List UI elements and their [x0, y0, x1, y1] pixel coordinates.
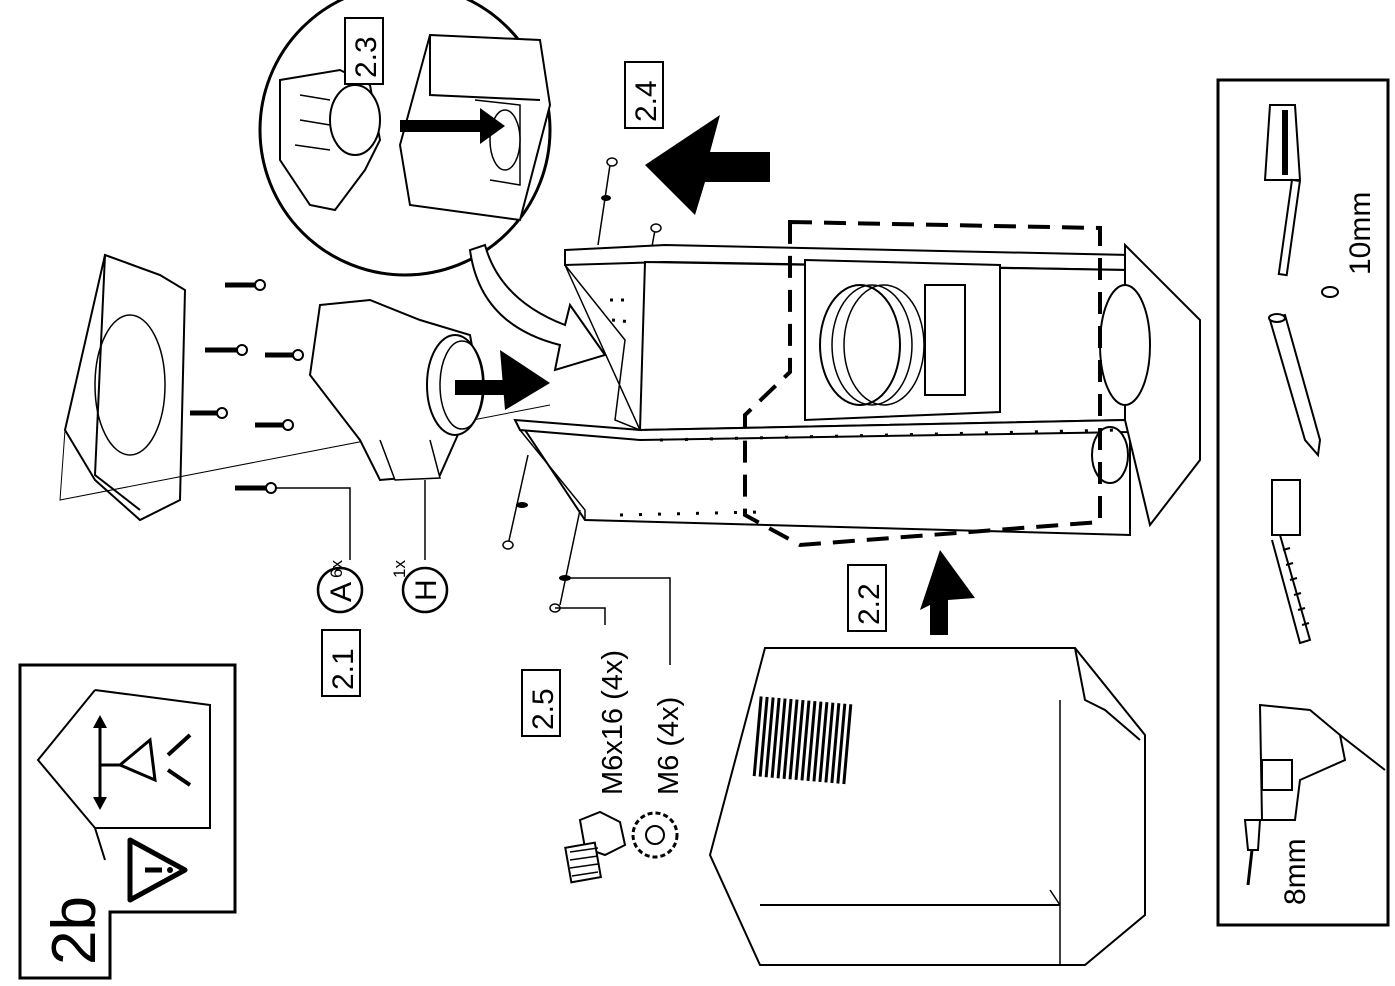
lock-washer-icon [631, 811, 679, 859]
detail-circle-2-3: 2.3 [258, 0, 552, 277]
mounting-bracket [59, 253, 551, 522]
arrow-icon [645, 115, 770, 215]
tape-measure-icon [1271, 479, 1312, 645]
screwdriver-size: 10mm [1344, 192, 1377, 275]
house-symbol-icon [36, 689, 211, 861]
part-h-qty: 1x [390, 560, 409, 578]
bolt-icon [564, 810, 627, 884]
curved-arrow-icon [468, 243, 607, 372]
step-2-2-label: 2.2 [853, 583, 886, 625]
tools-box: 10mm 8mm [1216, 78, 1390, 927]
step-2-4-label: 2.4 [630, 80, 663, 122]
part-a-letter: A [325, 582, 358, 602]
screw-set-bottom [502, 454, 671, 665]
step-2-3-label: 2.3 [350, 36, 383, 78]
step-2-5: 2.5 M6x16 (4x) M6 (4x) [521, 650, 685, 884]
step-2-2: 2.2 [847, 550, 975, 635]
panel-2b-box: 2b [18, 663, 237, 980]
screwdriver-icon [1263, 104, 1339, 298]
duct-assembly [513, 219, 1201, 548]
arrow-icon [500, 350, 550, 410]
fan-housing [308, 298, 550, 482]
step-2-1-label: 2.1 [327, 648, 360, 690]
vent-slots [751, 696, 854, 785]
panel-label: 2b [40, 896, 109, 965]
chimney-cover [708, 647, 1146, 966]
bolt-spec: M6x16 (4x) [597, 650, 629, 795]
step-2-1: 2.1 [321, 629, 361, 697]
step-2-5-label: 2.5 [527, 688, 560, 730]
bolts-a [190, 279, 426, 560]
part-a-qty: 6x [327, 560, 346, 578]
arrow-icon [920, 550, 975, 635]
washer-spec: M6 (4x) [653, 697, 685, 795]
warning-triangle-icon [127, 837, 188, 903]
drill-icon [1243, 703, 1386, 886]
pencil-icon [1268, 313, 1322, 458]
part-h-callout: H 1x [390, 560, 449, 614]
step-2-4: 2.4 [624, 61, 770, 215]
part-h-letter: H [410, 579, 443, 601]
part-a-callout: A 6x [316, 560, 364, 614]
drill-size: 8mm [1279, 838, 1312, 905]
